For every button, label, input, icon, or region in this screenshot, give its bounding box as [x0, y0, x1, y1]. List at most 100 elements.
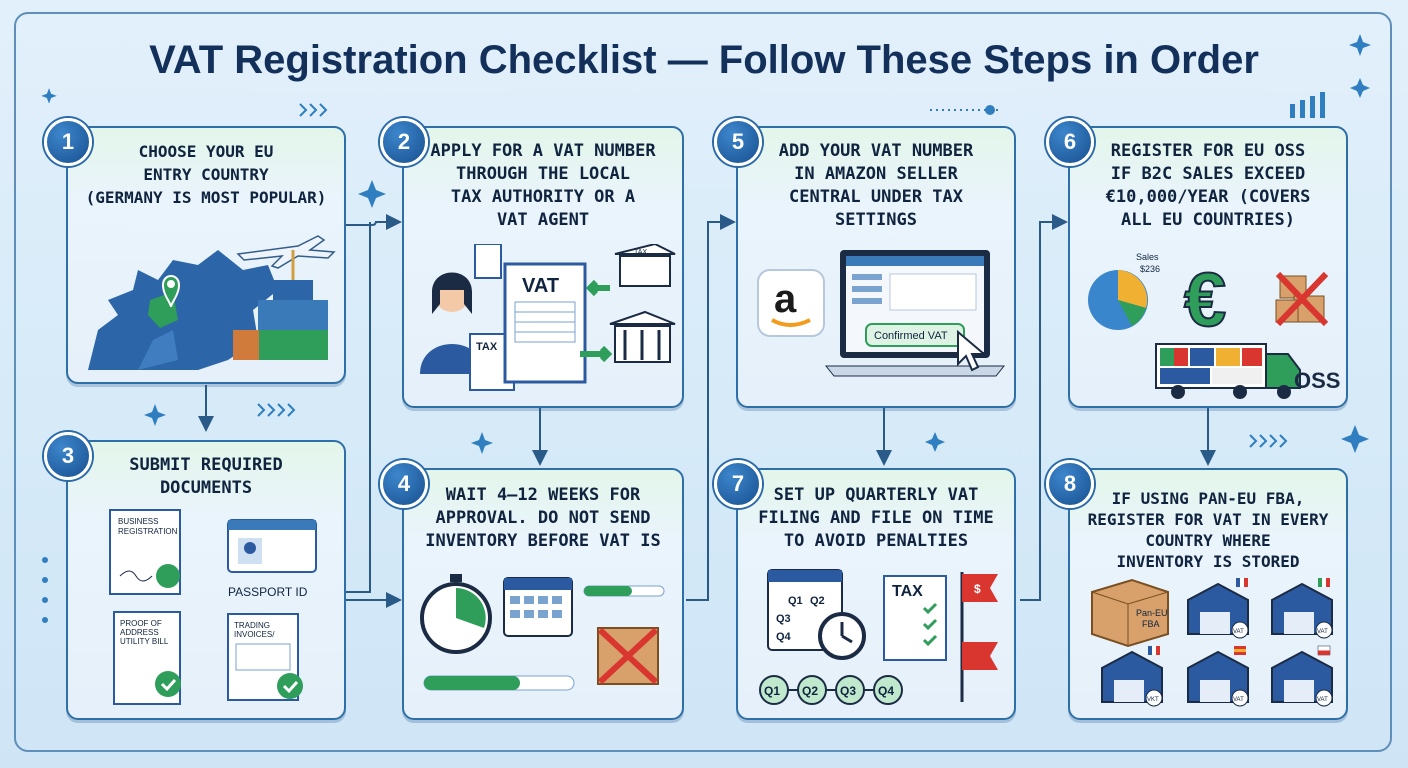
pie-chart-icon: Sales $236 [1088, 252, 1160, 330]
warehouse-4-label: VAT [1233, 697, 1244, 703]
warehouse-3-label: VKT [1147, 697, 1159, 703]
step-card-2: Apply for a VAT number through the local… [402, 126, 684, 408]
laptop-icon [824, 250, 1006, 377]
waiting-illustration [420, 574, 665, 691]
step-3-text: Submit required documents [129, 455, 283, 498]
step-6-text: Register for EU OSS if B2C sales exceed … [1105, 141, 1311, 230]
trading-invoices-line2: INVOICES/ [234, 630, 275, 639]
vat-doc-label: VAT [522, 275, 559, 297]
warehouse-5-label: VAT [1317, 697, 1328, 703]
quarter-timeline: Q1 Q2 Q3 Q4 [759, 675, 903, 705]
timeline-q2: Q2 [802, 684, 818, 698]
truck-icon [1155, 343, 1301, 399]
svg-text:PROOF OF ADDRESS: PROOF OF ADDRESS UTILITY BILL [120, 619, 169, 646]
proof-address-line3: UTILITY BILL [120, 637, 169, 646]
business-registration-line1: BUSINESS [118, 517, 158, 526]
airplane-icon [236, 235, 336, 269]
step-1-text: Choose your EU entry country (Germany is… [85, 142, 327, 207]
progress-bar-bottom [423, 675, 575, 691]
confirmed-vat-badge: Confirmed VAT [865, 323, 965, 347]
confirmed-vat-label: Confirmed VAT [874, 330, 948, 342]
seal-icon [156, 564, 180, 588]
trading-invoices-line1: TRADING [234, 621, 270, 630]
arrow-left-icon [585, 279, 610, 297]
business-registration-line2: REGISTRATION [118, 527, 178, 536]
location-pin-icon [161, 275, 181, 308]
europe-map-illustration [88, 235, 336, 370]
page-title: VAT Registration Checklist — Follow Thes… [149, 38, 1259, 82]
step-7-text: Set up quarterly VAT filing and file on … [758, 485, 994, 551]
tax-label: TAX [892, 583, 923, 600]
trading-invoices-doc-icon: TRADING INVOICES/ [227, 613, 303, 701]
warehouse-icon-5: VAT [1271, 645, 1333, 707]
step-badge-1: 1 [44, 118, 92, 166]
step-card-4: Wait 4–12 weeks for approval. Do not sen… [402, 468, 684, 720]
quarterly-filing-illustration: Q1 Q2 Q3 Q4 TAX $ Q1 Q2 Q3 [759, 569, 998, 705]
crossed-boxes-icon [1275, 271, 1329, 327]
pan-eu-box-icon: Pan-EU FBA [1091, 578, 1169, 648]
business-registration-doc-icon: BUSINESS REGISTRATION [109, 509, 181, 595]
check-circle-icon [155, 671, 181, 697]
passport-label: PASSPORT ID [228, 585, 308, 599]
bank-label: TAX [634, 249, 647, 256]
oss-label: OSS [1294, 368, 1340, 393]
warehouse-1-label: VAT [1233, 629, 1244, 635]
proof-address-line1: PROOF OF [120, 619, 162, 628]
vat-document-icon: VAT [503, 262, 587, 384]
stopwatch-icon [420, 574, 492, 654]
euro-symbol: € [1184, 258, 1226, 343]
tax-office-building-icon-2 [609, 310, 676, 363]
svg-text:BUSINESS REGISTRATION: BUSINESS REGISTRATION [118, 517, 178, 536]
note-icon [474, 244, 502, 279]
cursor-icon [957, 329, 987, 372]
pan-eu-line1: Pan-EU [1136, 608, 1168, 618]
cal-q2: Q2 [810, 595, 825, 607]
shipping-container-icon [233, 250, 328, 360]
step-card-8: If using Pan-EU FBA, register for VAT in… [1068, 468, 1348, 720]
step-badge-3: 3 [44, 432, 92, 480]
step-badge-4: 4 [380, 460, 428, 508]
pan-eu-warehouses-illustration: Pan-EU FBA VAT VAT VKT [1091, 578, 1333, 707]
svg-text:TRADING INVOICES/: TRADING INVOICES/ [234, 621, 275, 639]
step-8-text: If using Pan-EU FBA, register for VAT in… [1087, 489, 1329, 571]
warehouse-icon-3: VKT [1101, 646, 1163, 707]
seller-central-illustration: a Confirmed VAT [757, 250, 1006, 377]
step-badge-5: 5 [714, 118, 762, 166]
arrow-right-icon [580, 345, 613, 363]
step-card-6: Register for EU OSS if B2C sales exceed … [1068, 126, 1348, 408]
cal-q1: Q1 [788, 595, 803, 607]
step-badge-2: 2 [380, 118, 428, 166]
step-badge-6: 6 [1046, 118, 1094, 166]
step-badge-8: 8 [1046, 460, 1094, 508]
warehouse-icon-1: VAT [1187, 578, 1249, 639]
amazon-letter: a [774, 277, 797, 321]
crossed-box-icon [597, 627, 659, 685]
oss-illustration: Sales $236 € OSS [1088, 252, 1340, 399]
step-card-7: Set up quarterly VAT filing and file on … [736, 468, 1016, 720]
step-card-1: Choose your EU entry country (Germany is… [66, 126, 346, 384]
calendar-icon [503, 577, 573, 637]
pan-eu-line2: FBA [1142, 619, 1160, 629]
check-circle-icon-2 [277, 673, 303, 699]
timeline-q1: Q1 [764, 684, 780, 698]
flag-symbol: $ [974, 582, 981, 596]
step-card-5: Add your VAT number in Amazon Seller Cen… [736, 126, 1016, 408]
tax-sheet-label: TAX [476, 341, 498, 353]
documents-illustration: BUSINESS REGISTRATION PASSPORT ID PROOF … [109, 509, 317, 705]
tax-office-building-icon: TAX [614, 244, 676, 287]
warehouse-icon-4: VAT [1187, 646, 1249, 707]
vat-application-illustration: TAX VAT TAX [420, 244, 676, 391]
amazon-logo-icon: a [757, 269, 825, 337]
timeline-q3: Q3 [840, 684, 856, 698]
penalty-flag-icon: $ [960, 572, 998, 702]
warehouse-2-label: VAT [1317, 629, 1328, 635]
cal-q4: Q4 [776, 631, 792, 643]
tax-checklist-icon: TAX [883, 575, 947, 661]
timeline-q4: Q4 [878, 684, 894, 698]
step-badge-7: 7 [714, 460, 762, 508]
passport-id-icon: PASSPORT ID [227, 519, 317, 599]
step-card-3: Submit required documents BUSINESS REGIS… [66, 440, 346, 720]
cal-q3: Q3 [776, 613, 791, 625]
proof-address-line2: ADDRESS [120, 628, 159, 637]
outer-frame [14, 12, 1392, 752]
